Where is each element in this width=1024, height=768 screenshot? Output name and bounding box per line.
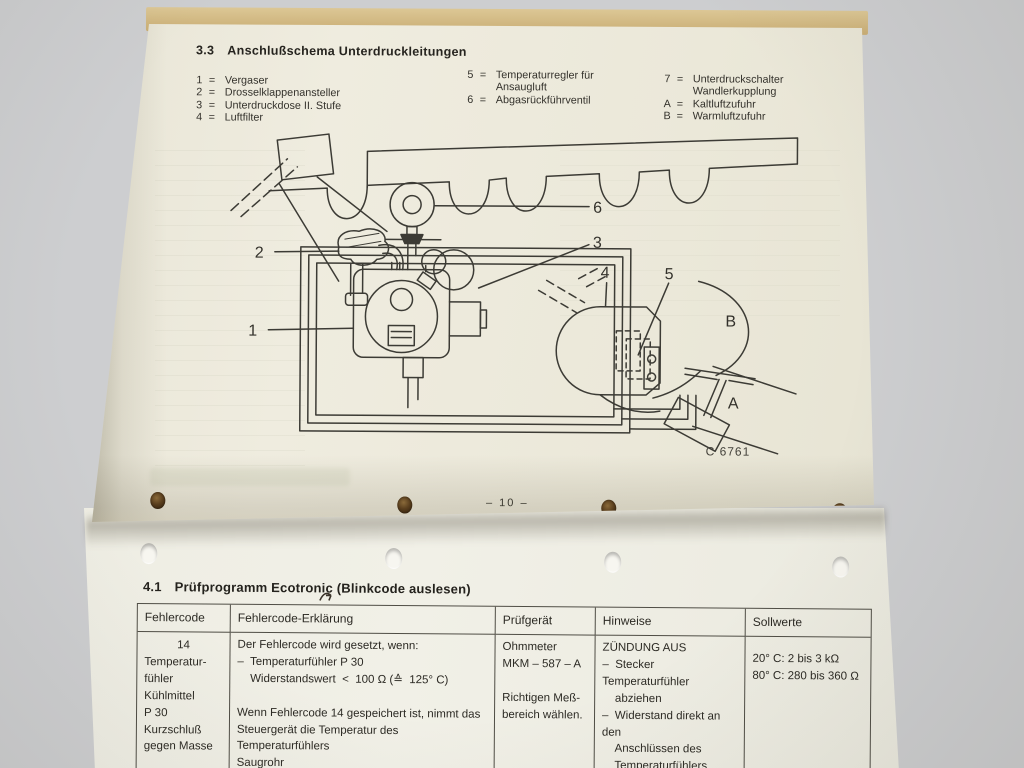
equals-sign: = (676, 98, 684, 111)
fault-code-table: Fehlercode Fehlercode-Erklärung Prüfgerä… (135, 602, 872, 768)
callout-6: 6 (593, 200, 602, 217)
vacuum-line (307, 254, 624, 426)
cell-pruefgeraet: Ohmmeter MKM – 587 – A Richtigen Meß- be… (494, 634, 596, 768)
legend-label: Unterdruckschalter Wandlerkupplung (692, 73, 784, 99)
legend-item: 6 = Abgasrückführventil (464, 94, 594, 107)
col-header-fehlercode: Fehlercode (137, 603, 231, 633)
intake-temp-regulator (615, 330, 642, 372)
legend-label: Vergaser (224, 74, 269, 87)
legend-key: B (663, 110, 671, 123)
leader-4 (604, 282, 608, 308)
legend-key: 2 (196, 86, 203, 99)
fault-code-desc: Temperatur- fühler Kühlmittel P 30 Kurzs… (143, 655, 213, 754)
col-header-sollwerte: Sollwerte (745, 608, 871, 638)
legend-label: Kaltluftzufuhr (692, 98, 756, 111)
legend-label: Unterdruckdose II. Stufe (224, 99, 342, 112)
section-number: 4.1 (142, 579, 162, 595)
legend-key: 6 (467, 93, 474, 106)
cell-hinweise: ZÜNDUNG AUS – Stecker Temperaturfühler a… (594, 635, 746, 768)
egr-valve (389, 181, 435, 228)
section-title: Anschlußschema Unterdruckleitungen (227, 43, 467, 59)
callout-2: 2 (255, 245, 264, 262)
punch-hole (397, 496, 413, 514)
equals-sign: = (208, 74, 216, 87)
vacuum-line (315, 262, 616, 418)
section-heading-upper: 3.3 Anschlußschema Unterdruckleitungen (196, 43, 467, 59)
callout-3: 3 (593, 235, 602, 252)
callout-4: 4 (601, 265, 610, 282)
legend-item: 1 = Vergaser (193, 74, 342, 87)
leader-3 (477, 243, 590, 289)
leader-6 (434, 204, 590, 208)
vacuum-unit-loop (432, 249, 475, 291)
carburetor (352, 268, 451, 359)
legend-column-1: 1 = Vergaser 2 = Drosselklappenansteller 3 = U… (193, 74, 342, 125)
legend-item: 7 = Unterdruckschalter Wandlerkupplung (661, 73, 784, 99)
legend-item: A = Kaltluftzufuhr (661, 98, 784, 111)
equals-sign: = (676, 73, 684, 86)
equals-sign: = (208, 86, 216, 99)
col-header-pruefgeraet: Prüfgerät (495, 606, 596, 636)
equals-sign: = (208, 111, 215, 124)
punch-hole (604, 551, 622, 573)
equals-sign: = (479, 93, 487, 106)
callout-B: B (725, 314, 736, 331)
callout-5: 5 (665, 266, 674, 283)
intake-manifold (366, 137, 799, 189)
legend-label: Temperaturregler für Ansaugluft (495, 69, 594, 94)
legend-key: 1 (196, 74, 203, 87)
warm-air-scoop (697, 280, 750, 377)
legend-item: 2 = Drosselklappenansteller (193, 87, 342, 100)
callout-1: 1 (248, 323, 257, 340)
punch-hole (150, 491, 166, 510)
leader-2 (274, 250, 340, 253)
hot-air-duct (663, 396, 731, 453)
legend-label: Abgasrückführventil (495, 93, 591, 107)
legend-key: 3 (196, 99, 203, 112)
vacuum-line (298, 246, 632, 434)
figure-code: C 6761 (706, 444, 751, 458)
legend-item: 3 = Unterdruckdose II. Stufe (193, 99, 342, 112)
legend-item: 5 = Temperaturregler für Ansaugluft (464, 68, 594, 95)
leader-1 (267, 327, 355, 331)
equals-sign: = (479, 68, 487, 82)
legend-key: 5 (467, 68, 474, 81)
legend-key: 4 (196, 111, 203, 124)
legend-label: Luftfilter (224, 111, 264, 124)
page-number: – 10 – (485, 497, 529, 510)
legend-key: 7 (664, 73, 671, 86)
leader-5 (637, 282, 670, 356)
punch-hole (832, 556, 850, 578)
aux-box (276, 133, 335, 181)
vacuum-diagram: 1 2 3 4 5 6 B A C 6761 (230, 133, 799, 459)
legend-column-3: 7 = Unterdruckschalter Wandlerkupplung A = K… (661, 73, 784, 123)
equals-sign: = (676, 110, 684, 123)
legend-label: Warmluftzufuhr (692, 110, 766, 123)
legend-item: 4 = Luftfilter (193, 111, 342, 124)
col-header-hinweise: Hinweise (595, 607, 746, 637)
pen-mark (319, 592, 332, 601)
equals-sign: = (208, 99, 216, 112)
punch-hole (385, 547, 403, 570)
cell-sollwerte: 20° C: 2 bis 3 kΩ 80° C: 280 bis 360 Ω (752, 652, 859, 683)
cell-erklaerung: Der Fehlercode wird gesetzt, wenn: – Tem… (229, 632, 496, 768)
fault-code-number: 14 (177, 639, 191, 652)
legend-item: B = Warmluftzufuhr (661, 110, 784, 123)
section-number: 3.3 (196, 43, 215, 58)
legend-column-2: 5 = Temperaturregler für Ansaugluft 6 = Abga… (464, 69, 594, 107)
callout-A: A (728, 396, 739, 413)
legend-label: Drosselklappenansteller (224, 86, 341, 100)
col-header-erklaerung: Fehlercode-Erklärung (230, 604, 496, 635)
legend-key: A (663, 97, 671, 110)
cell-fehlercode: 14 Temperatur- fühler Kühlmittel P 30 Ku… (136, 631, 231, 768)
